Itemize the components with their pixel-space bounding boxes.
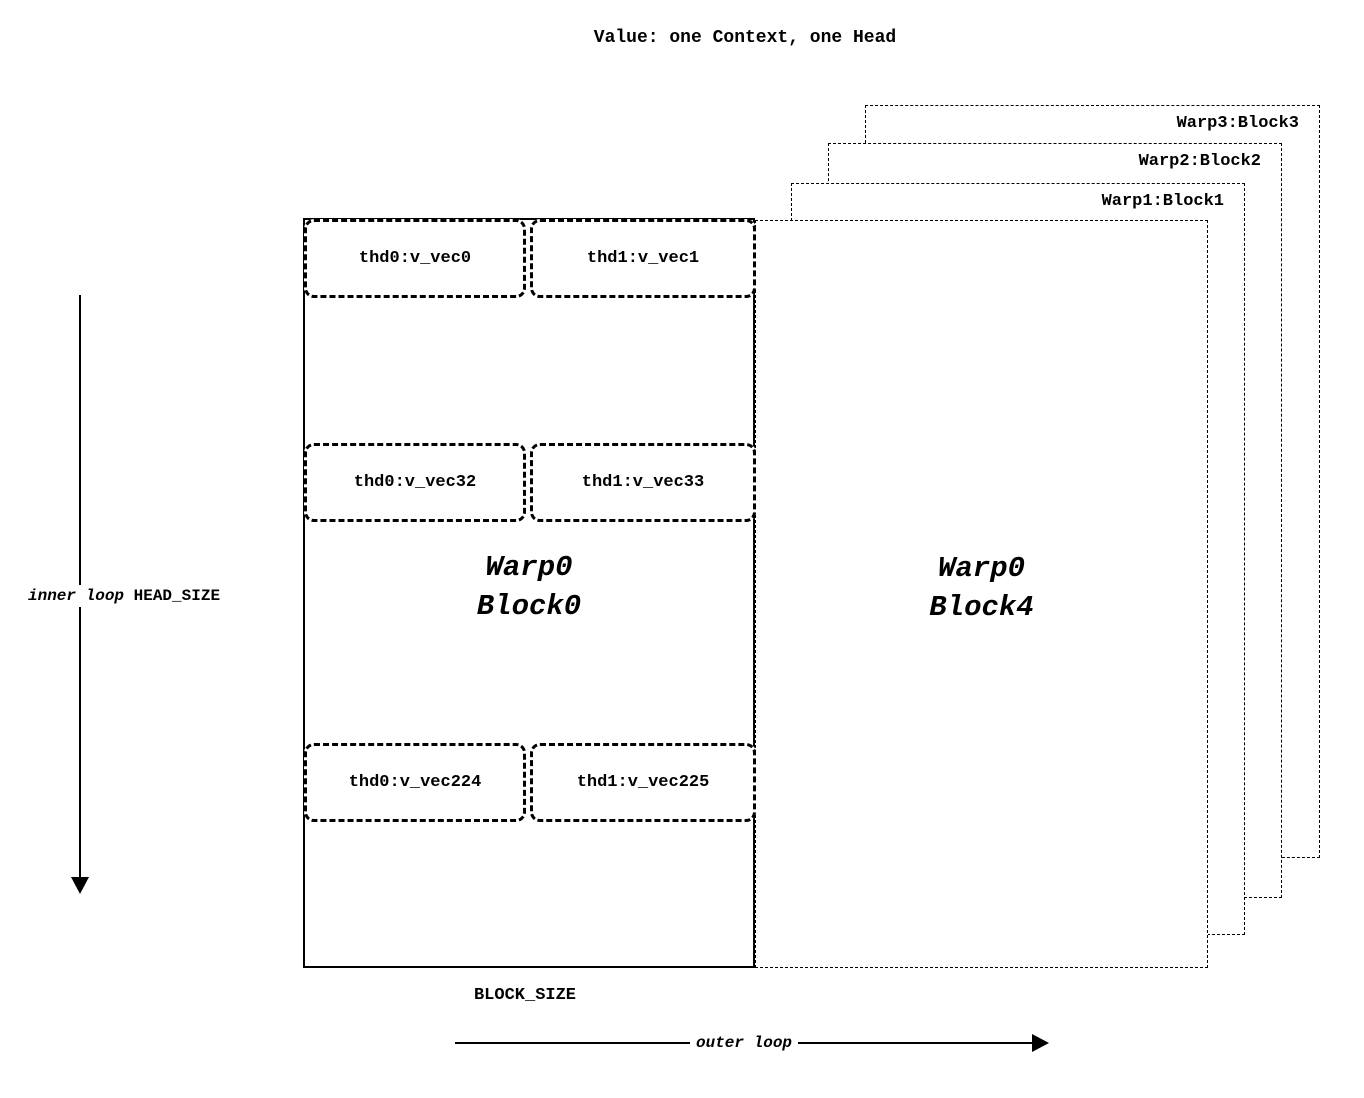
outer-loop-label: outer loop	[690, 1033, 799, 1053]
vec-box-thd1-v-vec1: thd1:v_vec1	[530, 219, 756, 298]
warp0-block0-box: Warp0 Block0 thd0:v_vec0 thd1:v_vec1 thd…	[303, 218, 756, 968]
warp0-block0-label-line2: Block0	[476, 590, 582, 624]
warp3-block3-label: Warp3:Block3	[1176, 114, 1299, 133]
warp2-block2-label: Warp2:Block2	[1138, 152, 1261, 171]
vec-box-thd0-v-vec0: thd0:v_vec0	[304, 219, 526, 298]
warp0-block4-box: Warp0 Block4	[755, 220, 1208, 968]
diagram-title: Value: one Context, one Head	[593, 28, 897, 48]
warp0-block0-label-line1: Warp0	[485, 551, 573, 584]
inner-loop-head-size-label: inner loop HEAD_SIZE	[24, 585, 225, 607]
inner-loop-text: inner loop	[28, 587, 125, 605]
vec-box-thd0-v-vec224: thd0:v_vec224	[304, 743, 526, 822]
vec-box-thd1-v-vec225: thd1:v_vec225	[530, 743, 756, 822]
warp0-block4-label: Warp0 Block4	[756, 549, 1207, 627]
head-size-text: HEAD_SIZE	[133, 587, 221, 605]
inner-loop-arrow-head-icon	[71, 877, 89, 894]
warp0-block4-label-line1: Warp0	[937, 552, 1025, 585]
vec-box-thd0-v-vec32: thd0:v_vec32	[304, 443, 526, 522]
block-size-label: BLOCK_SIZE	[473, 986, 577, 1005]
outer-loop-arrow-head-icon	[1032, 1034, 1049, 1052]
warp0-block4-label-line2: Block4	[929, 591, 1034, 625]
warp0-block0-label: Warp0 Block0	[305, 548, 753, 626]
vec-box-thd1-v-vec33: thd1:v_vec33	[530, 443, 756, 522]
warp1-block1-label: Warp1:Block1	[1101, 192, 1224, 211]
